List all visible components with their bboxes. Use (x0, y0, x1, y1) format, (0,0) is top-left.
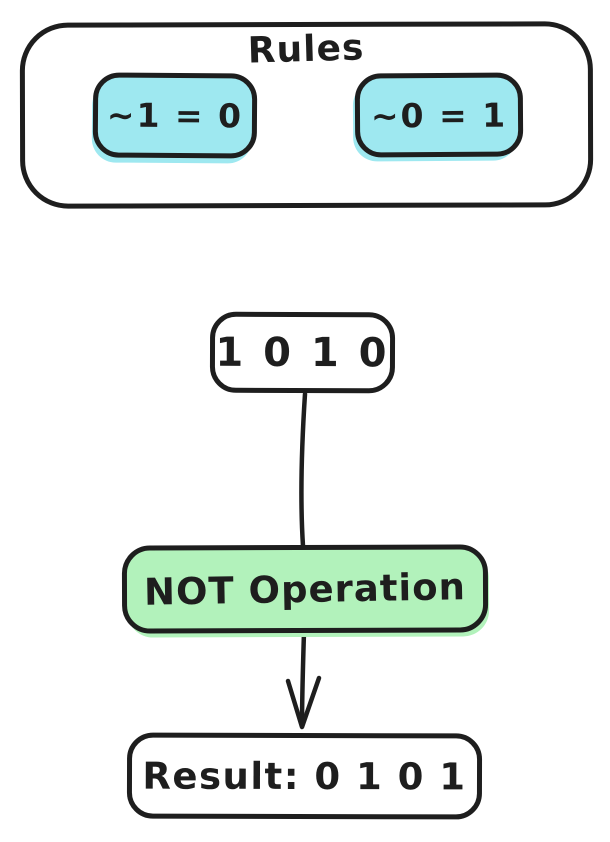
result-label: Result: 0 1 0 1 (142, 754, 467, 798)
not-operation-label: NOT Operation (143, 564, 467, 614)
rule-chip-not-one-label: ~1 = 0 (106, 95, 244, 136)
result-node: Result: 0 1 0 1 (126, 732, 483, 820)
input-bits-label: 1 0 1 0 (215, 329, 390, 376)
rule-chip-not-zero: ~0 = 1 (354, 72, 524, 158)
arrowhead-icon (285, 675, 322, 730)
input-bits-node: 1 0 1 0 (209, 311, 396, 394)
arrow-operation-to-result-shaft (299, 629, 307, 729)
not-operation-node: NOT Operation (121, 544, 489, 634)
connector-input-to-operation (299, 391, 308, 549)
rule-chip-not-one: ~1 = 0 (92, 72, 258, 159)
rule-chip-not-zero-label: ~0 = 1 (370, 95, 508, 135)
rules-group-title: Rules (247, 27, 366, 72)
